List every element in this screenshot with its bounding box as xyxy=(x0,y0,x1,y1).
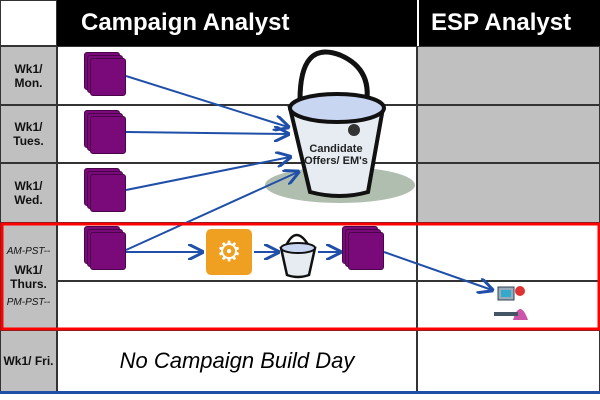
row-label-text: Wk1/ Thurs. xyxy=(10,262,47,291)
cell xyxy=(57,105,417,163)
row-label-text: Wk1/ Wed. xyxy=(14,179,43,207)
document-stack-icon xyxy=(84,168,126,212)
bucket-label: Candidate Offers/ EM's xyxy=(304,143,368,167)
arrow xyxy=(383,251,492,290)
thursday-highlight xyxy=(0,222,600,331)
row-label-tues: Wk1/ Tues. xyxy=(0,105,57,163)
document-stack-icon xyxy=(342,226,384,270)
divider-line xyxy=(0,391,600,394)
arrow xyxy=(125,157,290,191)
campaign-header: Campaign Analyst xyxy=(57,0,417,46)
esp-cell xyxy=(417,105,600,163)
document-stack-icon xyxy=(84,226,126,270)
row-label-fri: Wk1/ Fri. xyxy=(0,330,57,392)
document-stack-icon xyxy=(84,110,126,154)
row-label-text: Wk1/ Fri. xyxy=(3,354,54,368)
esp-header-label: ESP Analyst xyxy=(431,9,572,36)
am-pst-label: AM-PST-- xyxy=(6,245,51,257)
document-stack-icon xyxy=(84,52,126,96)
small-bucket-icon xyxy=(279,233,317,279)
arrow xyxy=(125,75,288,127)
esp-cell xyxy=(417,46,600,105)
friday-text: No Campaign Build Day xyxy=(119,348,355,373)
esp-header: ESP Analyst xyxy=(417,0,600,46)
row-label-wed: Wk1/ Wed. xyxy=(0,163,57,223)
row-label-text: Wk1/ Mon. xyxy=(14,61,43,90)
cell xyxy=(57,46,417,105)
arrow xyxy=(125,172,298,251)
row-label-text: Wk1/ Tues. xyxy=(13,120,44,148)
campaign-header-label: Campaign Analyst xyxy=(81,9,290,36)
arrow xyxy=(125,132,288,134)
gears-icon: ⚙ xyxy=(206,229,252,275)
row-label-mon: Wk1/ Mon. xyxy=(0,46,57,105)
pm-pst-label: PM-PST-- xyxy=(6,296,51,308)
corner-cell xyxy=(0,0,57,46)
person-computer-icon xyxy=(494,286,528,320)
